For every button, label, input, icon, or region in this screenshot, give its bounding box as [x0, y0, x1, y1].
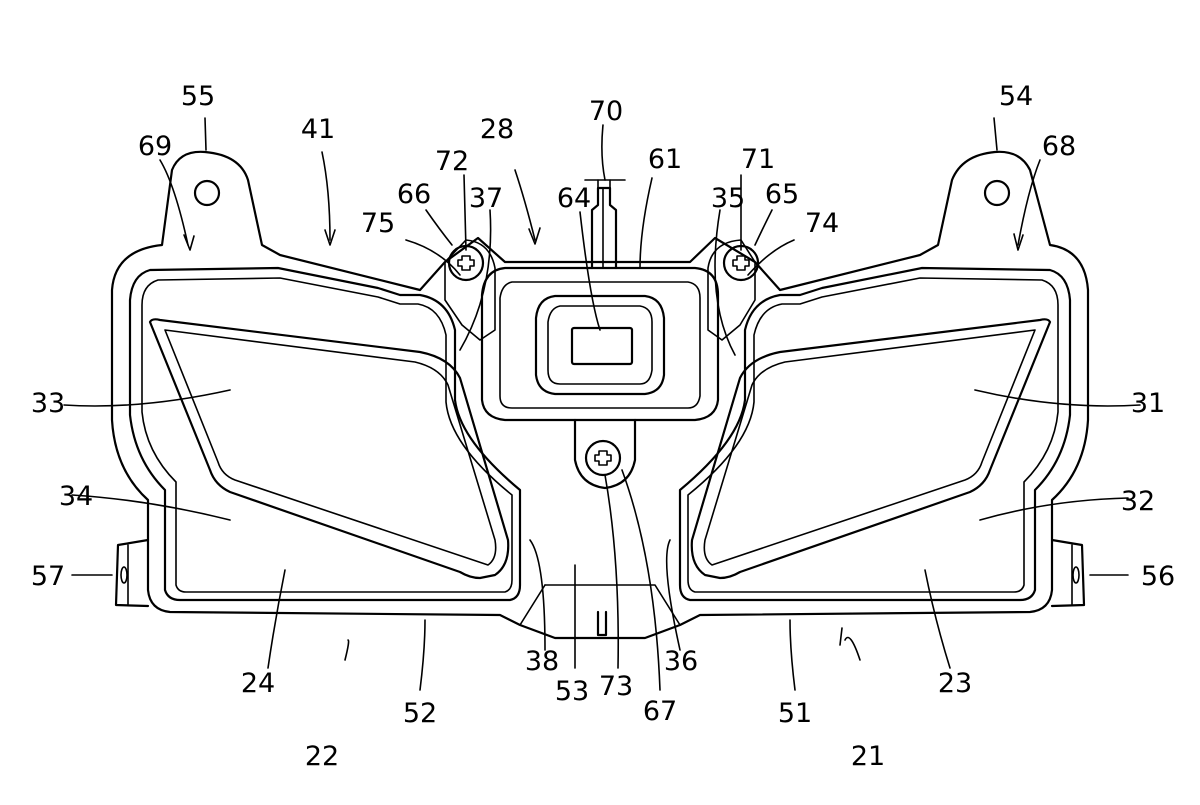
- label-32: 32: [1121, 486, 1155, 517]
- label-67: 67: [643, 696, 677, 727]
- label-61: 61: [648, 144, 682, 175]
- label-31: 31: [1131, 388, 1165, 419]
- label-65: 65: [765, 179, 799, 210]
- screw-71: [722, 244, 760, 282]
- label-38: 38: [525, 646, 559, 677]
- label-55: 55: [181, 81, 215, 112]
- housing-outer-outline: [110, 150, 1090, 640]
- leader-lines: [63, 117, 1141, 691]
- label-54: 54: [999, 81, 1033, 112]
- reference-numerals: 55 69 41 28 70 61 72 66 37 75 64 35 71 6…: [31, 81, 1175, 772]
- label-68: 68: [1042, 131, 1076, 162]
- label-41: 41: [301, 114, 335, 145]
- label-75: 75: [361, 208, 395, 239]
- left-lamp-chamber: [128, 266, 522, 602]
- label-21: 21: [851, 741, 885, 772]
- label-37: 37: [469, 183, 503, 214]
- label-64: 64: [557, 183, 591, 214]
- label-52: 52: [403, 698, 437, 729]
- mount-hole-left: [193, 179, 221, 207]
- label-72: 72: [435, 146, 469, 177]
- label-74: 74: [805, 208, 839, 239]
- label-35: 35: [711, 183, 745, 214]
- label-73: 73: [599, 671, 633, 702]
- label-57: 57: [31, 561, 65, 592]
- label-23: 23: [938, 668, 972, 699]
- label-70: 70: [589, 96, 623, 127]
- bracket-66: [444, 239, 496, 341]
- label-24: 24: [241, 668, 275, 699]
- label-36: 36: [664, 646, 698, 677]
- label-53: 53: [555, 676, 589, 707]
- screw-72: [447, 244, 485, 282]
- label-51: 51: [778, 698, 812, 729]
- mount-hole-right: [983, 179, 1011, 207]
- side-tab-left: [114, 538, 150, 608]
- right-lamp-chamber: [678, 266, 1072, 602]
- label-22: 22: [305, 741, 339, 772]
- label-33: 33: [31, 388, 65, 419]
- label-56: 56: [1141, 561, 1175, 592]
- bracket-65: [707, 239, 756, 341]
- side-tab-right: [1050, 538, 1086, 608]
- label-28: 28: [480, 114, 514, 145]
- label-66: 66: [397, 179, 431, 210]
- label-34: 34: [59, 481, 93, 512]
- label-69: 69: [138, 131, 172, 162]
- screw-73: [584, 439, 622, 477]
- label-71: 71: [741, 144, 775, 175]
